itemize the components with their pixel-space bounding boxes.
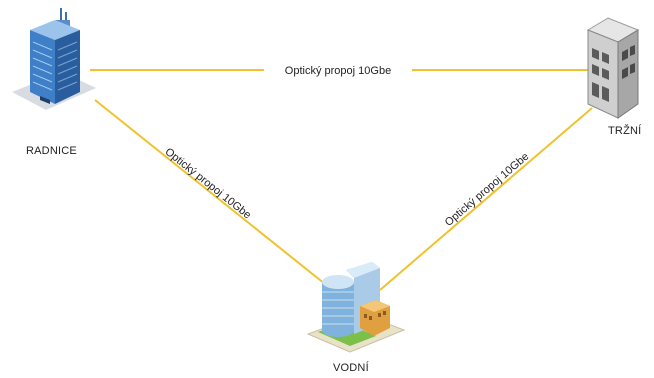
link-label-radnice-trzni: Optický propoj 10Gbe [285, 65, 391, 77]
node-label-vodni: VODNÍ [333, 362, 369, 374]
node-label-trzni: TRŽNÍ [608, 125, 642, 137]
links [90, 69, 593, 293]
link-vodni-trzni [379, 107, 593, 291]
node-label-radnice: RADNICE [26, 145, 77, 157]
round-office-building-icon [306, 262, 406, 353]
link-label-radnice-vodni: Optický propoj 10Gbe [163, 146, 254, 222]
office-building-gray-icon [586, 17, 640, 119]
link-label-vodni-trzni: Optický propoj 10Gbe [443, 151, 532, 229]
office-tower-blue-icon [12, 8, 96, 110]
link-radnice-vodni [94, 99, 336, 293]
link-label-bg [264, 62, 412, 78]
